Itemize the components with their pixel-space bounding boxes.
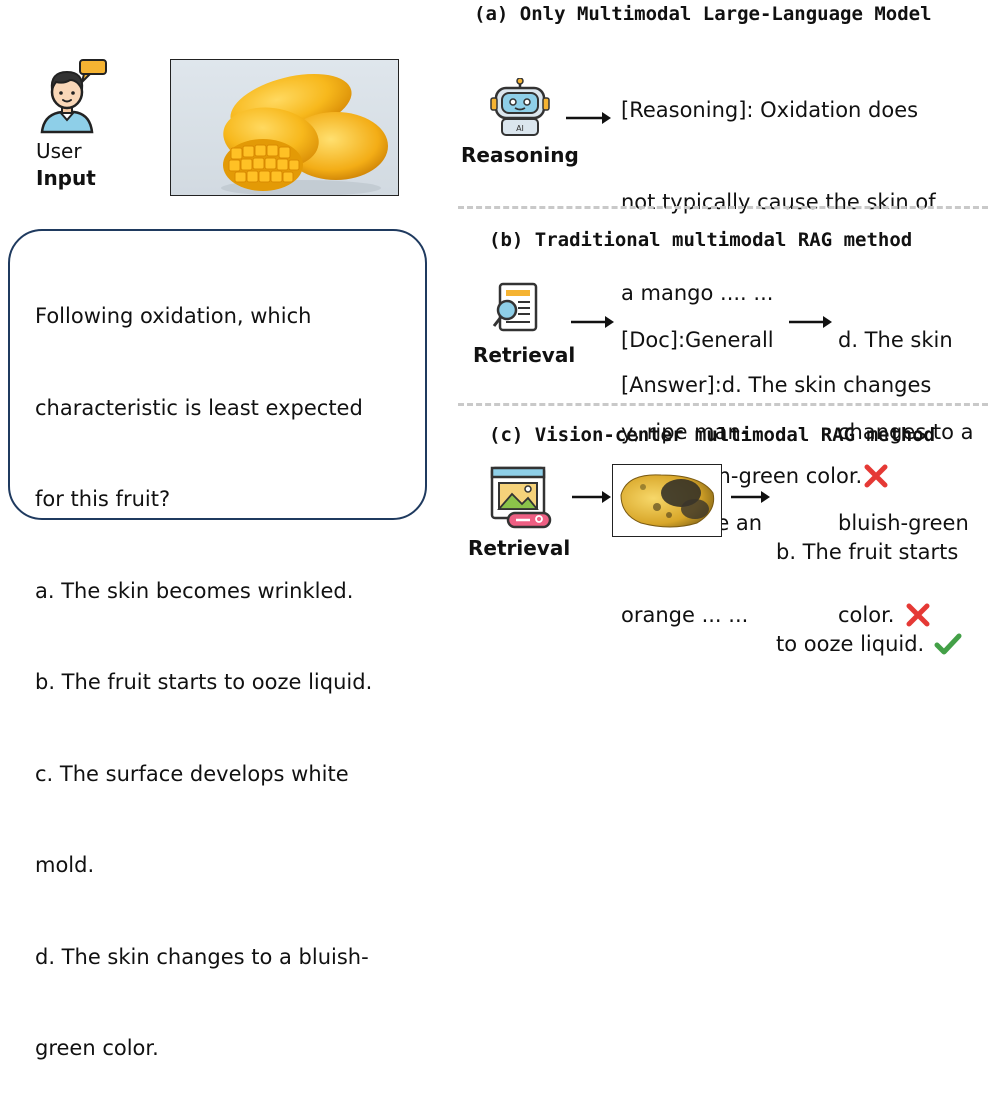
option-c: c. The surface develops white xyxy=(35,761,349,786)
user-label: User xyxy=(36,139,82,163)
answer-line: b. The fruit starts xyxy=(776,540,959,564)
reasoning-line: a mango .... ... xyxy=(621,281,774,305)
question-line: characteristic is least expected xyxy=(35,395,363,420)
robot-badge-text: AI xyxy=(516,124,524,133)
section-c-answer: b. The fruit starts to ooze liquid. xyxy=(776,476,962,690)
doc-line: orange ... ... xyxy=(621,602,749,627)
arrow-icon xyxy=(566,110,612,126)
option-a: a. The skin becomes wrinkled. xyxy=(35,578,354,603)
cross-icon xyxy=(864,464,888,488)
question-line: for this fruit? xyxy=(35,487,171,511)
answer-line: d. The skin xyxy=(838,328,953,352)
question-text: Following oxidation, which characteristi… xyxy=(35,240,372,1094)
answer-line: [Answer]:d. The skin changes xyxy=(621,372,932,397)
mango-photo xyxy=(170,59,399,196)
answer-line: to ooze liquid. xyxy=(776,629,962,660)
divider-a-b xyxy=(458,206,988,209)
option-d: d. The skin changes to a bluish- xyxy=(35,944,369,969)
section-a-icon-label: Reasoning xyxy=(461,143,579,167)
section-c-title: (c) Vision-center multimodal RAG method xyxy=(489,424,936,446)
question-box xyxy=(8,229,427,520)
image-search-icon xyxy=(490,466,556,530)
document-search-icon xyxy=(490,282,546,334)
section-b-icon-label: Retrieval xyxy=(473,343,576,367)
option-b: b. The fruit starts to ooze liquid. xyxy=(35,670,373,694)
option-c-cont: mold. xyxy=(35,853,95,877)
section-c-icon-label: Retrieval xyxy=(468,536,571,560)
section-b-title: (b) Traditional multimodal RAG method xyxy=(489,229,913,251)
reasoning-line: not typically cause the skin of xyxy=(621,189,936,214)
doc-line: [Doc]:Generall xyxy=(621,328,774,352)
arrow-icon xyxy=(572,489,612,505)
arrow-icon xyxy=(571,314,615,330)
answer-line: bluish-green xyxy=(838,511,969,535)
retrieved-mango-image xyxy=(612,464,722,537)
answer-line: changes to a xyxy=(838,419,974,444)
arrow-icon xyxy=(789,314,833,330)
doc-line: y, ripe man- xyxy=(621,419,749,444)
input-label: Input xyxy=(36,166,96,190)
arrow-icon xyxy=(731,489,771,505)
reasoning-line: [Reasoning]: Oxidation does xyxy=(621,98,919,122)
retrieved-doc-text: [Doc]:Generall y, ripe man- goes have an… xyxy=(621,264,774,661)
check-icon xyxy=(934,633,962,654)
section-a-title: (a) Only Multimodal Large-Language Model xyxy=(474,3,932,25)
user-icon xyxy=(34,58,110,134)
divider-b-c xyxy=(458,403,988,406)
robot-icon: AI xyxy=(490,78,550,136)
option-d-cont: green color. xyxy=(35,1036,159,1060)
question-line: Following oxidation, which xyxy=(35,304,312,328)
